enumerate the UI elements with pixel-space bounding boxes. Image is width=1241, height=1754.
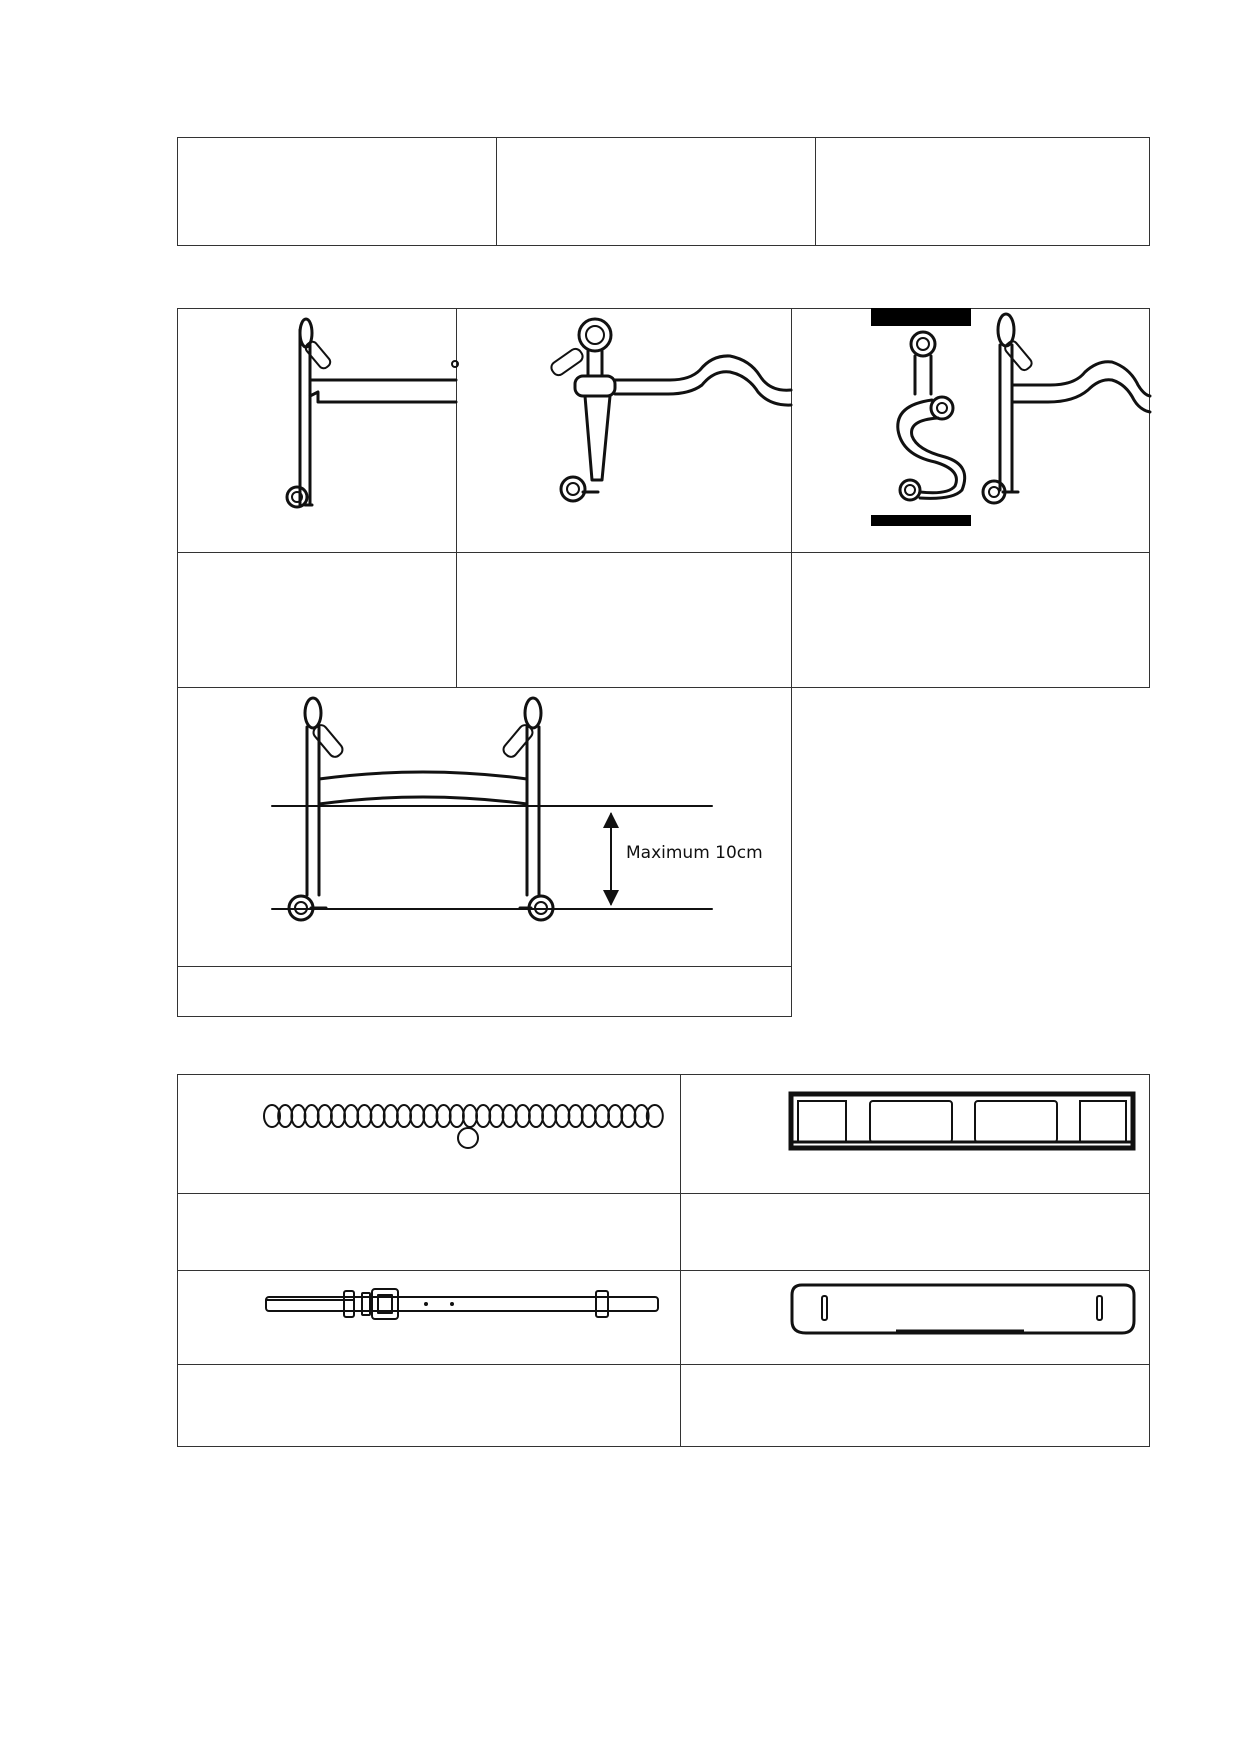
chain-link bbox=[396, 1104, 412, 1128]
redaction-bar-top bbox=[871, 308, 971, 326]
chain-link bbox=[422, 1104, 439, 1128]
chain-link bbox=[528, 1104, 544, 1128]
measurement-cell-caption-divider bbox=[177, 966, 792, 967]
chain-link bbox=[607, 1104, 624, 1128]
chain-link bbox=[633, 1104, 650, 1128]
chain-link bbox=[567, 1104, 584, 1128]
chain-link bbox=[316, 1104, 333, 1128]
curb-strap-elastic-illustration bbox=[788, 1091, 1136, 1151]
accessories-table-row-divider-3 bbox=[177, 1364, 1150, 1365]
chain-link bbox=[645, 1104, 664, 1128]
header-table-divider-2 bbox=[815, 137, 816, 246]
chain-link bbox=[580, 1104, 597, 1128]
chain-link bbox=[620, 1104, 637, 1128]
bits-table-col-divider-2 bbox=[791, 308, 792, 688]
chain-link bbox=[343, 1104, 360, 1128]
accessories-table-col-divider bbox=[680, 1074, 681, 1447]
chain-link bbox=[594, 1104, 610, 1128]
chain-link bbox=[541, 1104, 558, 1128]
chain-link bbox=[462, 1104, 478, 1128]
leather-curb-strap-illustration bbox=[265, 1288, 659, 1320]
chain-link bbox=[409, 1104, 426, 1128]
redaction-bar-bottom bbox=[871, 515, 971, 526]
chain-link bbox=[290, 1104, 307, 1128]
chain-link bbox=[448, 1104, 465, 1128]
chain-link bbox=[382, 1104, 399, 1128]
chain-link bbox=[303, 1104, 320, 1128]
bits-table-col-divider-1 bbox=[456, 308, 457, 688]
chain-link bbox=[514, 1104, 531, 1128]
leather-curb-guard-illustration bbox=[790, 1283, 1136, 1335]
accessories-table-row-divider-1 bbox=[177, 1193, 1150, 1194]
chain-link bbox=[330, 1104, 346, 1128]
chain-link bbox=[435, 1104, 452, 1128]
chain-link bbox=[554, 1104, 571, 1128]
chain-link bbox=[475, 1104, 492, 1128]
chain-link bbox=[356, 1104, 373, 1128]
measurement-label: Maximum 10cm bbox=[626, 843, 763, 863]
measurement-cell bbox=[177, 687, 792, 1017]
chain-link bbox=[263, 1104, 281, 1128]
chain-link bbox=[488, 1104, 505, 1128]
header-table bbox=[177, 137, 1150, 246]
accessories-table-row-divider-2 bbox=[177, 1270, 1150, 1271]
chain-link bbox=[369, 1104, 386, 1128]
bits-table-row-divider bbox=[177, 552, 1150, 553]
accessories-table bbox=[177, 1074, 1150, 1447]
header-table-divider-1 bbox=[496, 137, 497, 246]
curb-chain-illustration bbox=[263, 1104, 664, 1149]
chain-link bbox=[501, 1104, 518, 1128]
